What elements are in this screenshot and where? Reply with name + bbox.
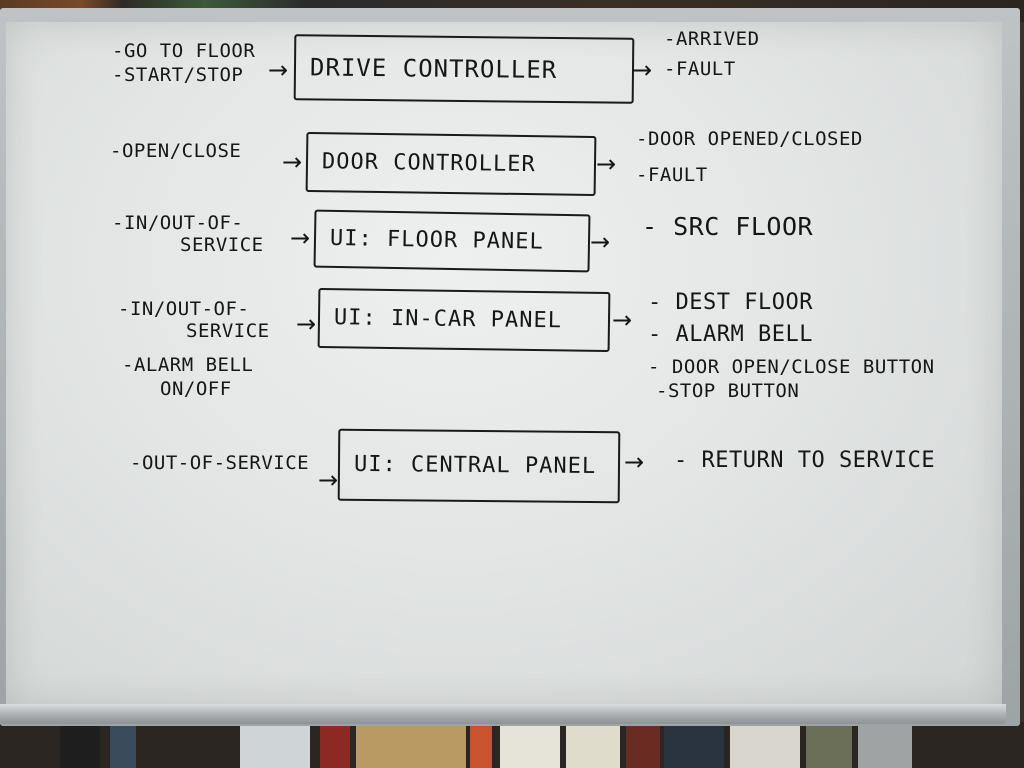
arrow-right-icon: → bbox=[282, 148, 303, 176]
in-car-input-on-off: ON/OFF bbox=[160, 378, 232, 400]
in-car-input-in-out-of: -IN/OUT-OF- bbox=[118, 298, 250, 320]
floor-panel-box: UI: FLOOR PANEL bbox=[313, 209, 591, 273]
drive-input-goto-floor: -GO TO FLOOR bbox=[112, 40, 256, 62]
whiteboard bbox=[6, 22, 1002, 708]
book bbox=[730, 724, 800, 768]
drive-output-fault: -FAULT bbox=[664, 58, 736, 80]
arrow-right-icon: → bbox=[318, 466, 339, 494]
in-car-output-door-button: - DOOR OPEN/CLOSE BUTTON bbox=[648, 356, 935, 378]
arrow-right-icon: → bbox=[290, 224, 311, 252]
door-input-open-close: -OPEN/CLOSE bbox=[110, 140, 242, 162]
in-car-output-dest-floor: - DEST FLOOR bbox=[648, 290, 813, 315]
book bbox=[626, 724, 660, 768]
marker-tray bbox=[0, 704, 1006, 724]
book bbox=[240, 724, 310, 768]
arrow-right-icon: → bbox=[590, 228, 611, 256]
drive-controller-box: DRIVE CONTROLLER bbox=[293, 34, 635, 104]
arrow-right-icon: → bbox=[268, 56, 289, 84]
arrow-right-icon: → bbox=[296, 310, 317, 338]
arrow-right-icon: → bbox=[624, 448, 645, 476]
in-car-input-alarm-bell: -ALARM BELL bbox=[122, 354, 254, 376]
in-car-output-alarm-bell: - ALARM BELL bbox=[648, 322, 813, 347]
drive-output-arrived: -ARRIVED bbox=[664, 28, 760, 50]
door-controller-box: DOOR CONTROLLER bbox=[305, 131, 597, 197]
book bbox=[60, 724, 100, 768]
book bbox=[566, 724, 620, 768]
central-input-out-of-service: -OUT-OF-SERVICE bbox=[130, 452, 310, 474]
door-output-fault: -FAULT bbox=[636, 164, 708, 186]
central-output-return-to-service: - RETURN TO SERVICE bbox=[674, 448, 936, 473]
bookshelf-bottom bbox=[0, 722, 1024, 768]
drive-input-start-stop: -START/STOP bbox=[112, 64, 244, 86]
book bbox=[806, 724, 852, 768]
book bbox=[500, 724, 560, 768]
central-panel-label: UI: CENTRAL PANEL bbox=[353, 451, 597, 480]
floor-panel-label: UI: FLOOR PANEL bbox=[329, 225, 544, 255]
book bbox=[858, 724, 912, 768]
floor-panel-output-src-floor: - SRC FLOOR bbox=[642, 212, 814, 241]
floor-panel-input-service: SERVICE bbox=[180, 234, 264, 256]
arrow-right-icon: → bbox=[612, 306, 633, 334]
door-controller-label: DOOR CONTROLLER bbox=[321, 149, 536, 178]
in-car-panel-label: UI: IN-CAR PANEL bbox=[333, 305, 563, 334]
in-car-input-service: SERVICE bbox=[186, 320, 270, 342]
central-panel-box: UI: CENTRAL PANEL bbox=[337, 428, 621, 504]
arrow-right-icon: → bbox=[632, 56, 653, 84]
book bbox=[664, 724, 724, 768]
book bbox=[110, 724, 136, 768]
in-car-panel-box: UI: IN-CAR PANEL bbox=[317, 287, 611, 353]
book bbox=[470, 724, 492, 768]
book bbox=[320, 724, 350, 768]
in-car-output-stop-button: -STOP BUTTON bbox=[656, 380, 800, 402]
book bbox=[356, 724, 466, 768]
drive-controller-label: DRIVE CONTROLLER bbox=[309, 53, 558, 84]
door-output-opened-closed: -DOOR OPENED/CLOSED bbox=[636, 128, 863, 150]
floor-panel-input-in-out-of: -IN/OUT-OF- bbox=[112, 212, 244, 234]
arrow-right-icon: → bbox=[596, 150, 617, 178]
